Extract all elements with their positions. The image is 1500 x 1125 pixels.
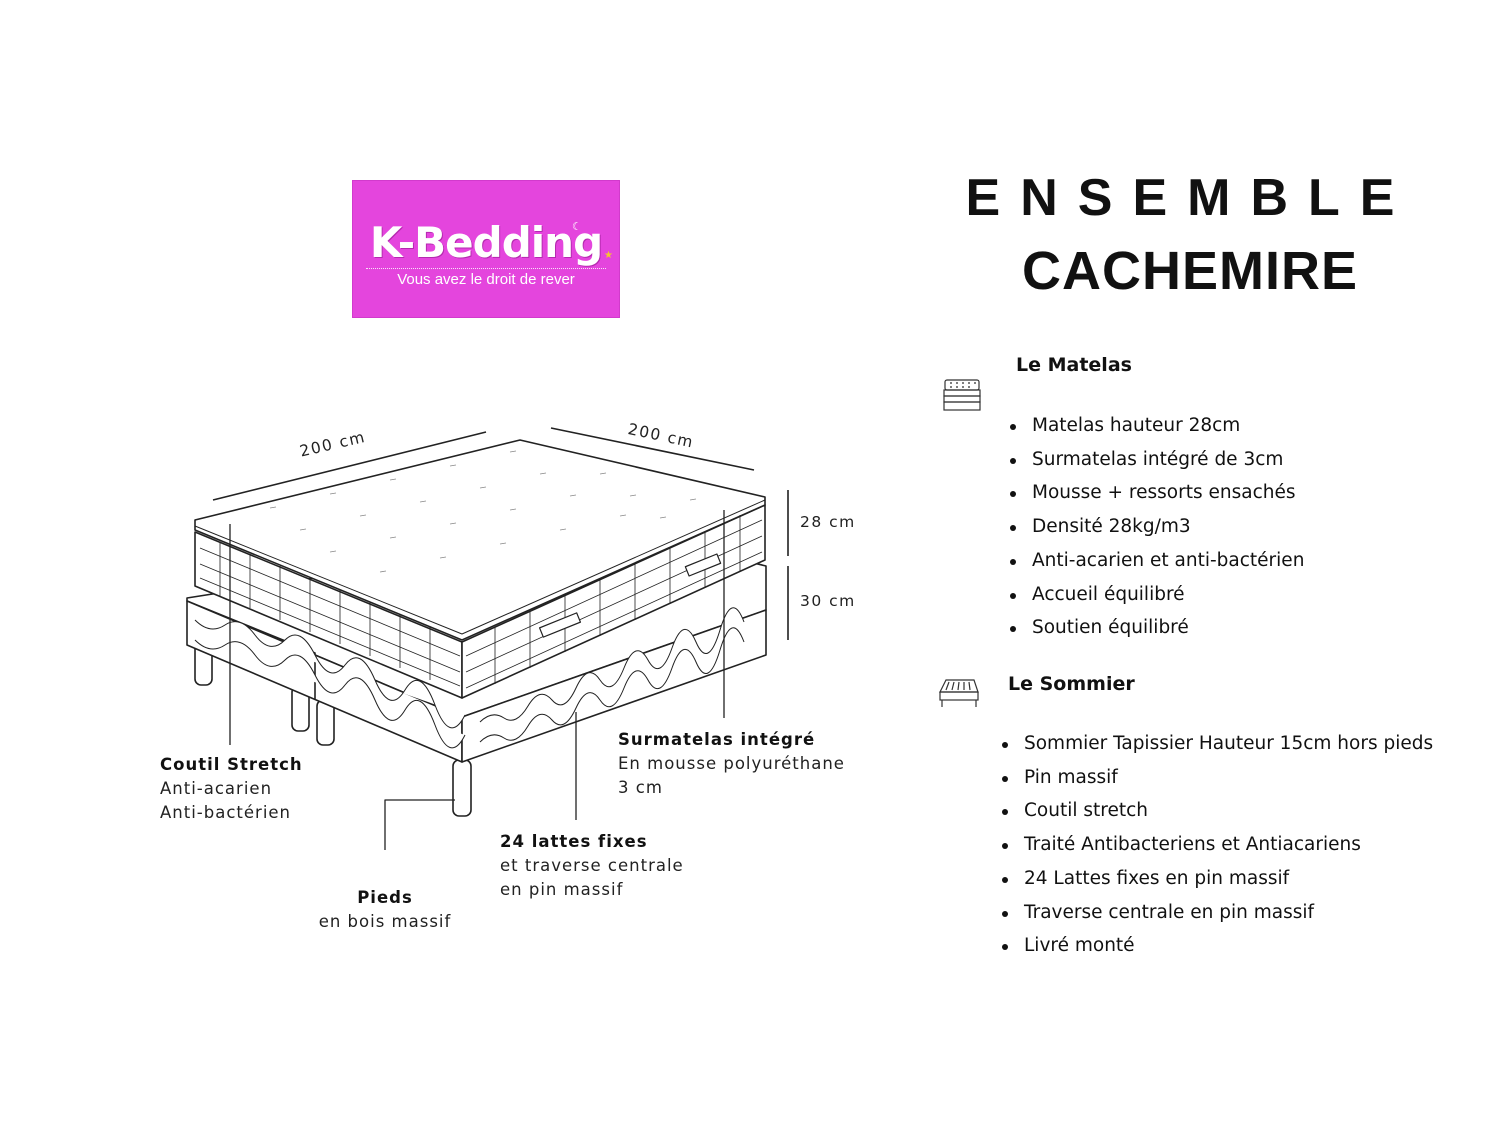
mattress-height-label: 28 cm: [800, 513, 856, 531]
callout-surmatelas-line: 3 cm: [618, 778, 663, 797]
callout-coutil: Coutil Stretch Anti-acarien Anti-bactéri…: [160, 753, 303, 825]
list-item: Sommier Tapissier Hauteur 15cm hors pied…: [1002, 727, 1433, 761]
list-item: 24 Lattes fixes en pin massif: [1002, 862, 1433, 896]
callout-pieds: Pieds en bois massif: [300, 886, 470, 934]
callout-pieds-title: Pieds: [357, 888, 413, 907]
list-item: Densité 28kg/m3: [1010, 510, 1304, 544]
star-icon: ★: [604, 250, 613, 261]
page-title-line-1: ENSEMBLE: [965, 169, 1415, 227]
list-item: Soutien équilibré: [1010, 611, 1304, 645]
width-dimension-line: [212, 431, 487, 501]
list-item: Traverse centrale en pin massif: [1002, 896, 1433, 930]
sommier-spec-list: Sommier Tapissier Hauteur 15cm hors pied…: [1002, 727, 1433, 963]
list-item: Livré monté: [1002, 929, 1433, 963]
mattress: [194, 439, 766, 699]
list-item: Traité Antibacteriens et Antiacariens: [1002, 828, 1433, 862]
base-height-label: 30 cm: [800, 592, 856, 610]
mattress-icon: [943, 379, 981, 411]
logo-tagline: Vous avez le droit de rever: [397, 271, 575, 288]
list-item: Pin massif: [1002, 761, 1433, 795]
matelas-section-title: Le Matelas: [1016, 354, 1132, 376]
list-item: Coutil stretch: [1002, 794, 1433, 828]
list-item: Anti-acarien et anti-bactérien: [1010, 544, 1304, 578]
matelas-spec-list: Matelas hauteur 28cm Surmatelas intégré …: [1010, 409, 1304, 645]
list-item: Mousse + ressorts ensachés: [1010, 476, 1304, 510]
callout-lattes: 24 lattes fixes et traverse centrale en …: [500, 830, 684, 902]
callout-lattes-line: en pin massif: [500, 880, 624, 899]
list-item: Accueil équilibré: [1010, 578, 1304, 612]
page-title-line-2: CACHEMIRE: [1021, 241, 1358, 301]
callout-coutil-title: Coutil Stretch: [160, 755, 303, 774]
callout-coutil-line: Anti-acarien: [160, 779, 273, 798]
length-dimension-line: [550, 427, 755, 471]
bed-diagram: [186, 427, 789, 850]
moon-icon: ☾: [572, 220, 582, 233]
callout-lattes-line: et traverse centrale: [500, 856, 684, 875]
logo-divider: [366, 268, 606, 269]
callout-lattes-title: 24 lattes fixes: [500, 832, 648, 851]
callout-coutil-line: Anti-bactérien: [160, 803, 292, 822]
pieds-leader-line: [384, 799, 455, 850]
sommier-section-title: Le Sommier: [1008, 673, 1135, 695]
callout-surmatelas-title: Surmatelas intégré: [618, 730, 816, 749]
list-item: Surmatelas intégré de 3cm: [1010, 443, 1304, 477]
bed-base-icon: [939, 679, 979, 707]
logo-brand-name: K-Bedding: [369, 218, 603, 267]
brand-logo: K-Bedding ☾ ★ Vous avez le droit de reve…: [352, 180, 620, 318]
list-item: Matelas hauteur 28cm: [1010, 409, 1304, 443]
callout-pieds-line: en bois massif: [318, 912, 452, 931]
callout-surmatelas-line: En mousse polyuréthane: [618, 754, 845, 773]
callout-surmatelas: Surmatelas intégré En mousse polyuréthan…: [618, 728, 845, 800]
